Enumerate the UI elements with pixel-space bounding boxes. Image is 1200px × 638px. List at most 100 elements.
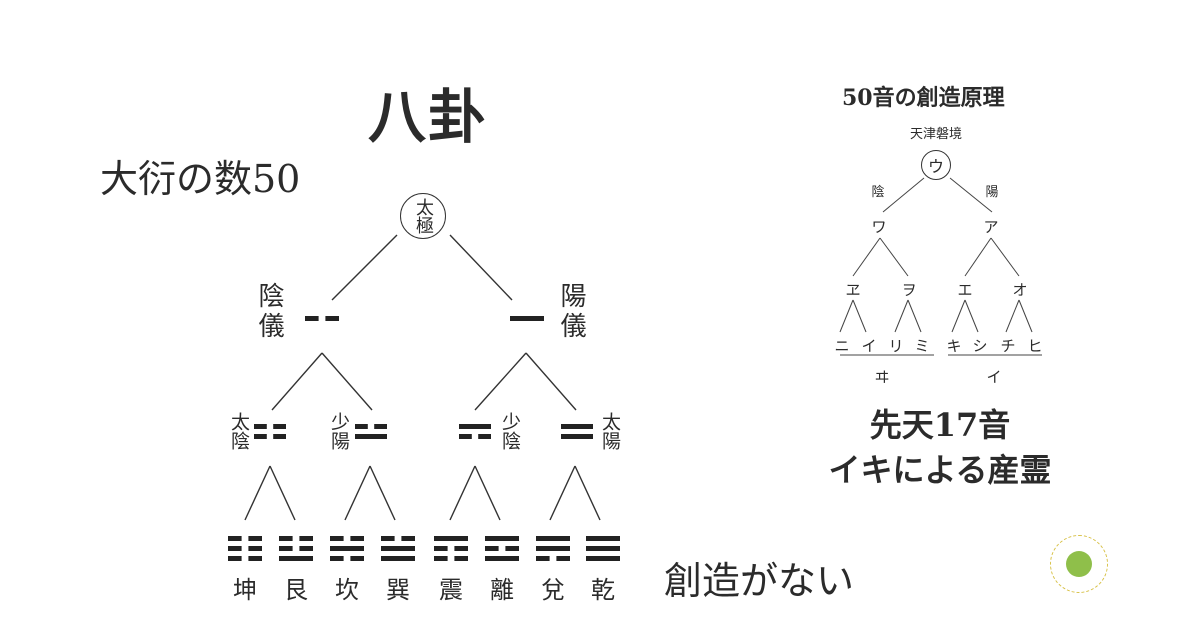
kana-e: エ: [957, 281, 973, 299]
right-title: 50音の創造原理: [842, 85, 1005, 111]
kana-wi: ヰ: [874, 368, 890, 386]
left-title: 八卦: [368, 83, 489, 151]
yin-yi-bar-yin-right: [325, 316, 339, 321]
four-3-upper-yang: [459, 424, 491, 429]
trigram-2-line-3-yin-right: [299, 536, 313, 541]
trigram-name-5: 震: [439, 576, 463, 604]
trigram-2-line-3-yin-left: [279, 536, 293, 541]
trigram-7-line-3-yang: [536, 536, 570, 541]
branch-yang-taiyang: [525, 352, 577, 411]
trigram-5-line-1-yin-right: [454, 556, 468, 561]
right-yin-label: 陰: [871, 185, 885, 200]
branch-taiji-yang: [449, 234, 513, 301]
r-branch-a-o: [990, 237, 1020, 277]
kana-ki: キ: [946, 337, 962, 355]
trigram-3-line-1-yin-right: [350, 556, 364, 561]
r-branch-we-right: [852, 299, 867, 333]
trigram-5-line-1-yin-left: [434, 556, 448, 561]
trigram-3-line-3-yin-right: [350, 536, 364, 541]
four-3-lower-yin-left: [459, 434, 472, 439]
branch-four-3-left: [449, 465, 476, 521]
left-subtitle: 大衍の数50: [100, 157, 301, 201]
r-branch-o-left: [1005, 299, 1020, 333]
kana-i2: イ: [986, 368, 1002, 386]
four-1-lower-yin-left: [254, 434, 267, 439]
kana-we: ヱ: [845, 281, 861, 299]
trigram-7-line-1-yin-right: [556, 556, 570, 561]
trigram-3-line-1-yin-left: [330, 556, 344, 561]
yang-yi-bar-yang: [510, 316, 544, 321]
no-creation-note: 創造がない: [664, 559, 855, 603]
r-branch-wa-wo: [879, 237, 909, 277]
branch-yin-taiyin: [271, 352, 323, 411]
trigram-3-line-2-yang: [330, 546, 364, 551]
kana-o: オ: [1012, 281, 1028, 299]
branch-four-4-left: [549, 465, 576, 521]
kana-wo: ヲ: [901, 281, 917, 299]
trigram-1-line-1-yin-left: [228, 556, 242, 561]
r-branch-o-right: [1018, 299, 1033, 333]
trigram-1-line-1-yin-right: [248, 556, 262, 561]
branch-taiji-yin: [331, 234, 398, 301]
trigram-1-line-2-yin-left: [228, 546, 242, 551]
four-4-upper-yang: [561, 424, 593, 429]
branch-four-4-right: [574, 465, 601, 521]
four-image-label-4: 太陽: [599, 412, 621, 450]
r-branch-root-a: [949, 177, 993, 213]
logo-mark: [1066, 551, 1092, 577]
kana-a: ア: [983, 218, 999, 236]
trigram-5-line-2-yin-left: [434, 546, 448, 551]
trigram-4-line-2-yang: [381, 546, 415, 551]
trigram-8-line-2-yang: [586, 546, 620, 551]
right-yang-label: 陽: [985, 185, 999, 200]
trigram-name-8: 乾: [591, 576, 615, 604]
r-branch-wa-we: [852, 237, 881, 277]
root-label: ウ: [927, 157, 944, 176]
taiji-circle: 太極: [400, 193, 446, 239]
trigram-7-line-2-yang: [536, 546, 570, 551]
kana-i1: イ: [861, 337, 877, 355]
kana-mi: ミ: [914, 337, 930, 355]
brand-logo: [1050, 535, 1108, 593]
branch-four-2-right: [369, 465, 396, 521]
trigram-8-line-3-yang: [586, 536, 620, 541]
four-2-upper-yin-left: [355, 424, 368, 429]
four-image-label-3: 少陰: [499, 412, 521, 450]
trigram-name-2: 艮: [284, 576, 308, 604]
yin-yi-label: 陰儀: [254, 282, 284, 342]
r-branch-e-left: [951, 299, 966, 333]
kana-hi: ヒ: [1027, 337, 1043, 355]
four-1-lower-yin-right: [273, 434, 286, 439]
trigram-3-line-3-yin-left: [330, 536, 344, 541]
trigram-2-line-2-yin-left: [279, 546, 293, 551]
trigram-6-line-2-yin-left: [485, 546, 499, 551]
yang-yi-label: 陽儀: [556, 282, 586, 342]
trigram-7-line-1-yin-left: [536, 556, 550, 561]
kana-ri: リ: [888, 337, 904, 355]
kana-ni: ニ: [834, 337, 850, 355]
four-2-upper-yin-right: [374, 424, 387, 429]
kana-wa: ワ: [871, 218, 887, 236]
right-subtitle: 天津磐境: [909, 127, 962, 142]
r-branch-a-e: [964, 237, 992, 277]
trigram-name-1: 坤: [233, 576, 257, 604]
caption-line-1: 先天17音: [869, 406, 1011, 444]
yin-yi-bar-yin-left: [305, 316, 319, 321]
kana-shi: シ: [972, 337, 988, 355]
branch-four-2-left: [344, 465, 371, 521]
root-circle: ウ: [921, 150, 951, 180]
four-4-lower-yang: [561, 434, 593, 439]
trigram-4-line-3-yin-right: [401, 536, 415, 541]
four-1-upper-yin-right: [273, 424, 286, 429]
trigram-name-6: 離: [490, 576, 514, 604]
kana-chi: チ: [1000, 337, 1016, 355]
trigram-name-3: 坎: [335, 576, 359, 604]
trigram-6-line-1-yang: [485, 556, 519, 561]
branch-yang-shaoyin: [474, 352, 527, 411]
trigram-4-line-1-yang: [381, 556, 415, 561]
branch-four-1-left: [244, 465, 271, 521]
trigram-8-line-1-yang: [586, 556, 620, 561]
trigram-name-4: 巽: [386, 576, 410, 604]
r-branch-root-wa: [882, 177, 925, 213]
